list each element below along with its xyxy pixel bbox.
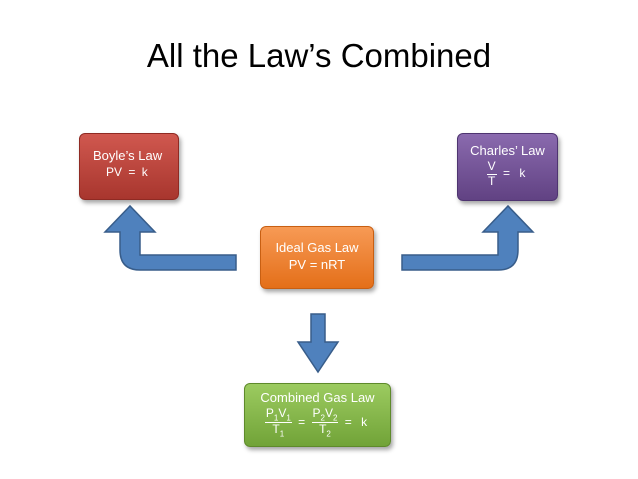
charles-denominator: T — [487, 173, 496, 188]
combined-left-numerator: P1V1 — [264, 405, 292, 424]
combined-gas-law-box: Combined Gas Law P1V1 T1 = P2V2 T2 = k — [244, 383, 391, 447]
boyle-law-box: Boyle’s Law PV = k — [79, 133, 179, 200]
charles-formula-right: k — [519, 166, 526, 181]
t1-subscript: 1 — [279, 429, 285, 439]
charles-law-formula: V T = k — [458, 158, 557, 189]
slide-title: All the Law’s Combined — [146, 37, 492, 74]
right-bent-arrow — [401, 204, 535, 271]
boyle-formula-left: PV — [106, 164, 123, 179]
v2-subscript: 2 — [332, 413, 338, 423]
p1-subscript: 1 — [273, 413, 279, 423]
boyle-formula-right: k — [141, 164, 148, 179]
combined-left-fraction: P1V1 T1 — [264, 405, 292, 439]
boyle-law-formula: PV = k — [93, 165, 178, 181]
boyle-law-label: Boyle’s Law — [93, 148, 163, 163]
combined-right-numerator: P2V2 — [311, 405, 339, 424]
combined-right-denominator: T2 — [312, 423, 339, 439]
charles-fraction: V T — [486, 158, 497, 189]
combined-gas-law-label: Combined Gas Law — [260, 390, 375, 405]
combined-equals-sign: = — [298, 415, 306, 430]
boyle-formula-op: = — [128, 164, 136, 179]
combined-second-equals-sign: = — [344, 415, 352, 430]
charles-law-box: Charles’ Law V T = k — [457, 133, 558, 201]
v1-subscript: 1 — [286, 413, 291, 423]
v1-symbol: V — [278, 405, 287, 420]
ideal-gas-law-box: Ideal Gas Law PV = nRT — [260, 226, 374, 289]
combined-gas-law-formula: P1V1 T1 = P2V2 T2 = k — [245, 405, 390, 439]
ideal-gas-law-formula: PV = nRT — [288, 256, 346, 272]
v2-symbol: V — [324, 405, 333, 420]
p1-symbol: P — [265, 405, 274, 420]
ideal-gas-law-label: Ideal Gas Law — [275, 240, 359, 255]
charles-numerator: V — [486, 158, 497, 175]
charles-law-label: Charles’ Law — [470, 143, 545, 158]
combined-right-fraction: P2V2 T2 — [311, 405, 339, 439]
p2-symbol: P — [312, 405, 321, 420]
t2-subscript: 2 — [326, 429, 331, 439]
t1-symbol: T — [272, 422, 280, 437]
down-arrow — [296, 313, 340, 374]
combined-constant: k — [361, 415, 368, 430]
p2-subscript: 2 — [320, 413, 325, 423]
left-bent-arrow — [103, 204, 237, 271]
combined-left-denominator: T1 — [265, 423, 292, 439]
charles-formula-op: = — [503, 166, 511, 181]
t2-symbol: T — [319, 422, 327, 437]
